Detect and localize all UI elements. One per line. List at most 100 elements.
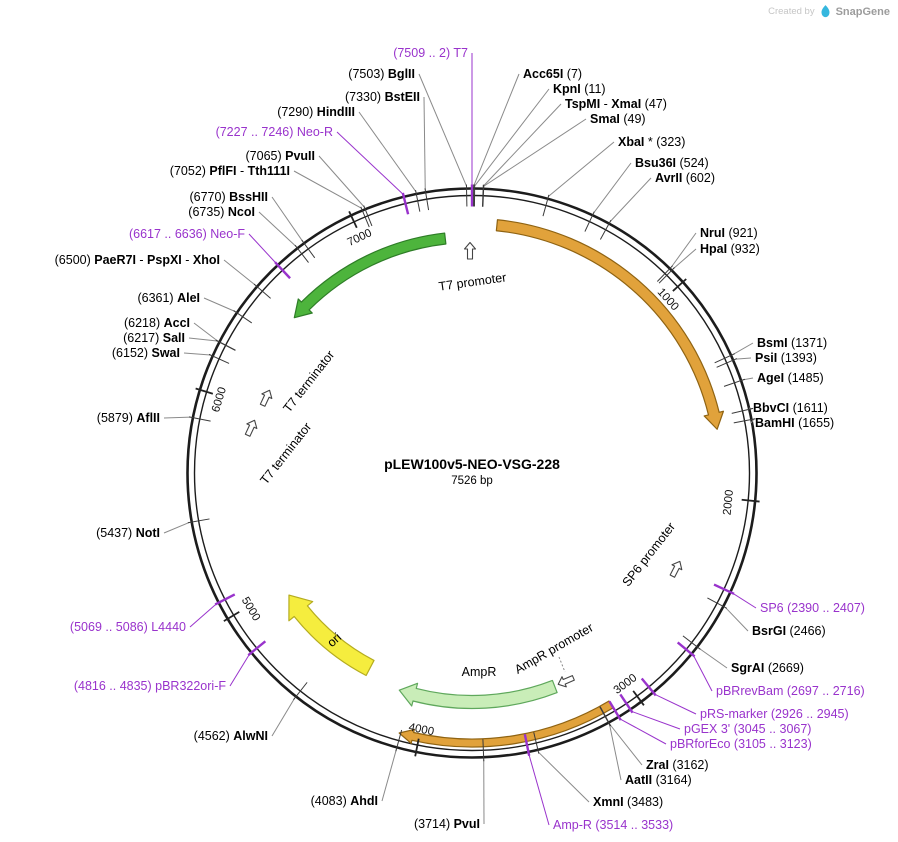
site-label-bsteii: (7330) BstEII [345,90,420,104]
leader-line [673,248,697,269]
site-label-zrai: ZraI (3162) [646,758,709,772]
scale-tick-1000 [672,278,687,292]
scale-label-2000: 2000 [722,489,736,516]
leader-line [163,416,191,419]
site-tick [294,244,309,263]
t7-promoter-glyph [463,241,477,260]
site-label-acc65i: Acc65I (7) [523,67,582,81]
site-tick [619,693,634,714]
sp6-promoter-glyph [669,560,683,578]
site-label-bglii: (7503) BglII [348,67,415,81]
site-label-pbrrevbam-2697-2716: pBRrevBam (2697 .. 2716) [716,684,865,698]
site-label-5069-5086-l4440: (5069 .. 5086) L4440 [70,620,186,634]
site-tick [658,267,675,284]
leader-line [188,337,218,342]
leader-line [732,592,757,609]
leader-line [698,647,728,669]
leader-line [193,322,218,342]
leader-line [735,357,752,360]
site-tick [360,206,370,228]
ori-arc [288,594,375,677]
site-label-paer7i: (6500) PaeR7I - PspXI - XhoI [55,253,220,267]
site-label-aflii: (5879) AflII [97,411,160,425]
site-tick [656,265,673,282]
site-tick [188,416,211,422]
leader-line [223,259,256,286]
site-label-avrii: AvrII (602) [655,171,715,185]
site-tick [293,682,308,700]
ampr-promoter-connector [558,656,566,673]
site-label-acci: (6218) AccI [124,316,190,330]
site-label-pflfi: (7052) PflFI - Tth111I [170,164,290,178]
site-label-hpai: HpaI (932) [700,242,760,256]
cds-arc-orange-top [495,219,725,430]
leader-line [743,377,754,381]
site-tick [713,583,735,595]
scale-tick-2000 [741,498,760,503]
scale-label-7000: 7000 [346,227,374,249]
site-tick [247,640,267,657]
leader-line [271,196,304,242]
t7-promoter-label: T7 promoter [438,270,507,293]
site-label-sgrai: SgrAI (2669) [731,661,804,675]
site-tick [533,732,540,754]
site-tick [395,729,403,752]
leader-line [318,155,365,208]
leader-line [189,603,217,628]
t7-terminator-glyph-2 [244,419,258,437]
site-tick [714,353,735,364]
leader-line [482,103,562,187]
site-label-bsrgi: BsrGI (2466) [752,624,826,638]
site-tick [542,194,550,217]
site-label-psii: PsiI (1393) [755,351,817,365]
leader-line [483,118,587,187]
site-tick [640,677,657,697]
site-label-kpni: KpnI (11) [553,82,606,96]
t7-terminator-glyph [259,389,273,407]
snapgene-brand-text: SnapGene [835,5,890,18]
site-label-bamhi: BamHI (1655) [755,416,834,430]
leader-line [693,655,713,692]
sp6-promoter-label: SP6 promoter [620,520,679,589]
leader-line [609,724,643,766]
leader-line [548,141,615,197]
site-label-amp-r-3514-3533: Amp-R (3514 .. 3533) [553,818,673,832]
leader-line [423,96,426,190]
site-tick [707,597,728,609]
site-label-xmni: XmnI (3483) [593,795,663,809]
leader-line [183,352,211,356]
leader-line [248,233,277,264]
scale-tick-6000 [195,387,214,395]
site-label-xbai: XbaI * (323) [618,135,685,149]
scale-tick-4000 [414,738,420,757]
site-label-pbrforeco-3105-3123: pBRforEco (3105 .. 3123) [670,737,812,751]
scale-label-5000: 5000 [239,595,262,623]
scale-label-6000: 6000 [210,386,229,414]
leader-line [725,607,749,632]
site-label-smai: SmaI (49) [590,112,646,126]
ampr-promoter-glyph [557,675,575,688]
leader-line [203,297,236,312]
site-label-bsshii: (6770) BssHII [189,190,268,204]
site-label-ncoi: (6735) NcoI [188,205,255,219]
site-tick [523,733,531,757]
site-tick [187,518,210,524]
site-label-tspmi: TspMI - XmaI (47) [565,97,667,111]
ampr-label: AmpR [462,665,497,679]
leader-line [619,718,667,745]
site-tick [233,310,253,324]
plasmid-name: pLEW100v5-NEO-VSG-228 [384,456,560,472]
site-label-sp6-2390-2407: SP6 (2390 .. 2407) [760,601,865,615]
site-tick [415,189,421,212]
scale-label-4000: 4000 [408,722,435,739]
cds-arc-green [293,232,447,319]
site-label-pvui: (3714) PvuI [414,817,480,831]
leader-line [671,232,697,268]
arc-orange-bottom [398,700,614,748]
leader-line [418,73,467,187]
site-tick [208,353,230,364]
site-tick [682,635,701,650]
leader-line [229,653,250,687]
